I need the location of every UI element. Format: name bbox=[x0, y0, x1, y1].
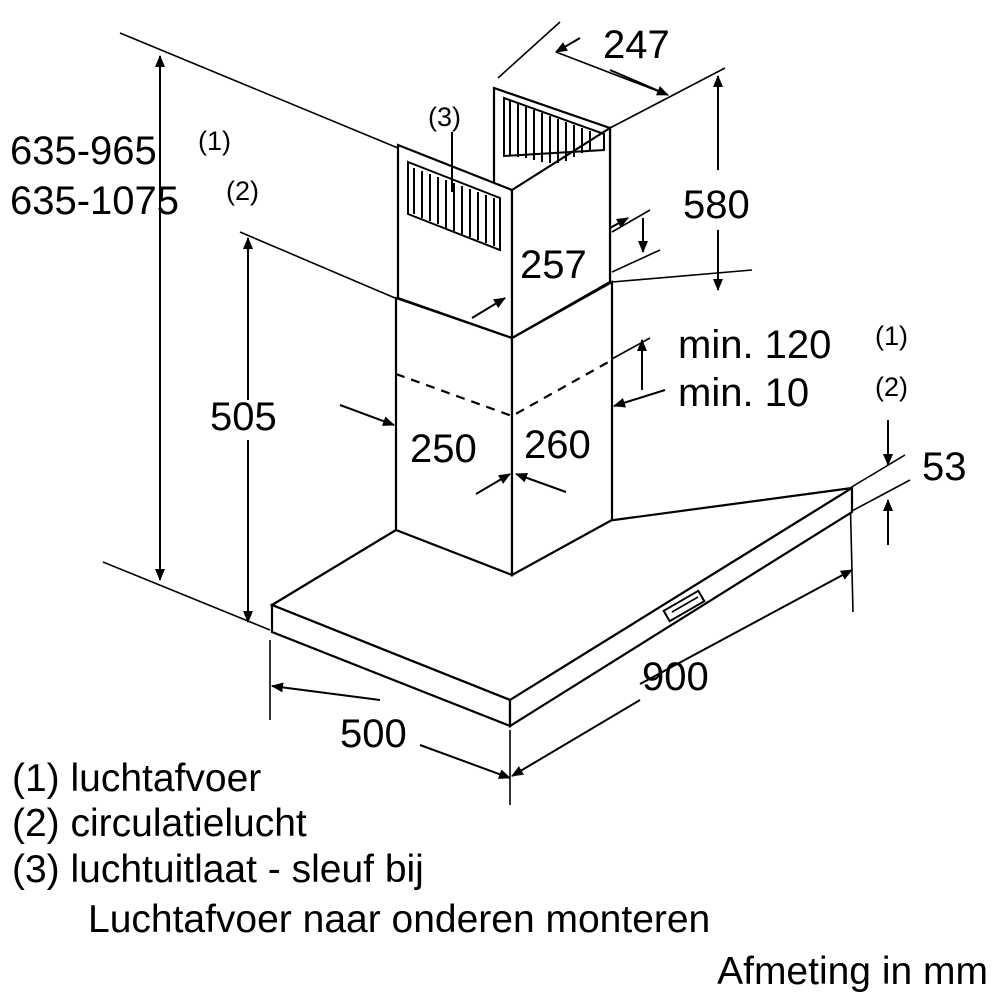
height-total-2-note: (2) bbox=[226, 176, 259, 206]
outlet-note-label: (3) bbox=[428, 102, 461, 132]
air-outlet-slots-back bbox=[503, 96, 605, 163]
dimension-labels: 635-965 (1) 635-1075 (2) 247 (3) 580 257… bbox=[10, 23, 967, 756]
legend-item-3: (3) luchtuitlaat - sleuf bij bbox=[12, 848, 424, 891]
height-total-2-label: 635-1075 bbox=[10, 179, 179, 223]
upper-chimney-right bbox=[510, 126, 612, 340]
gap-1-label: min. 120 bbox=[678, 323, 831, 367]
hood-height-label: 505 bbox=[210, 395, 277, 439]
gap-1-note: (1) bbox=[875, 321, 908, 351]
legend-item-1: (1) luchtafvoer bbox=[12, 757, 261, 800]
unit-note: Afmeting in mm bbox=[717, 950, 988, 993]
air-outlet-slots-front bbox=[407, 160, 501, 252]
chimney-lower-width-label: 250 bbox=[410, 427, 477, 471]
legend-item-2: (2) circulatielucht bbox=[12, 802, 307, 845]
height-total-1-note: (1) bbox=[198, 126, 231, 156]
height-total-1-label: 635-965 bbox=[10, 129, 157, 173]
gap-2-note: (2) bbox=[875, 372, 908, 402]
dimension-arrows bbox=[155, 37, 893, 779]
canopy-depth-label: 500 bbox=[340, 712, 407, 756]
gap-2-label: min. 10 bbox=[678, 371, 809, 415]
chimney-overlap-line bbox=[395, 359, 613, 418]
chimney-top-height-label: 580 bbox=[683, 183, 750, 227]
legend: (1) luchtafvoer (2) circulatielucht (3) … bbox=[12, 757, 988, 993]
legend-item-4: Luchtafvoer naar onderen monteren bbox=[88, 898, 710, 941]
canopy-width-label: 900 bbox=[642, 655, 709, 699]
chimney-top-width-label: 257 bbox=[520, 243, 587, 287]
canopy-thickness-label: 53 bbox=[922, 445, 967, 489]
chimney-top-depth-label: 247 bbox=[603, 23, 670, 67]
chimney-lower-depth-label: 260 bbox=[524, 423, 591, 467]
